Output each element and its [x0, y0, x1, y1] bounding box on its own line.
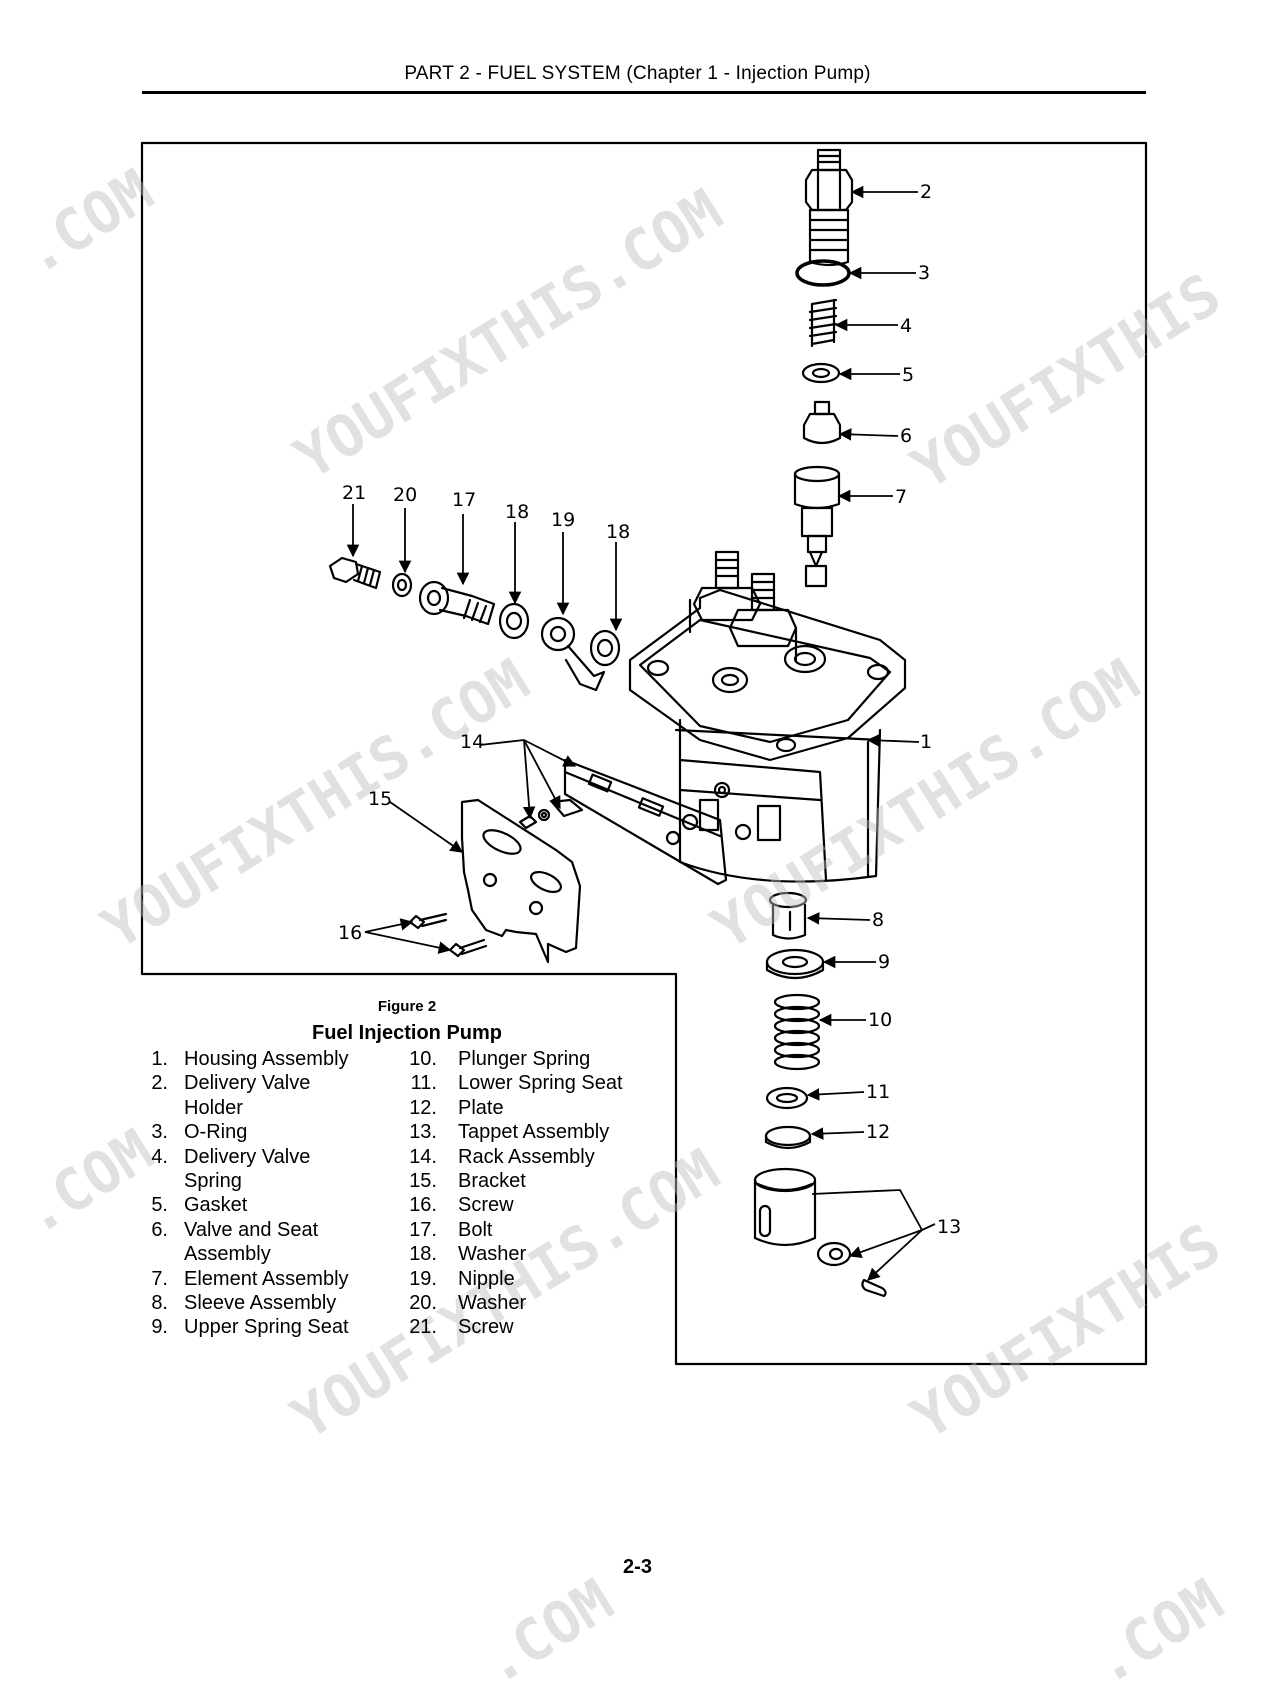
callout-18: 18 — [505, 501, 530, 523]
leader-6 — [838, 428, 899, 441]
callout-21: 21 — [342, 482, 367, 504]
callout-3: 3 — [918, 262, 931, 284]
part-upper-spring-seat — [765, 948, 825, 976]
legend-item: 11.Lower Spring Seat — [410, 1072, 623, 1095]
legend-item: 1. Housing Assembly — [151, 1048, 349, 1070]
callout-7: 7 — [895, 486, 908, 508]
leader-13a — [848, 1229, 923, 1259]
part-element-assembly — [793, 465, 841, 588]
leader-14a — [523, 739, 577, 767]
legend-item: 17.Bolt — [409, 1218, 493, 1241]
callout-11: 11 — [866, 1081, 891, 1103]
part-rack-assembly — [518, 758, 728, 886]
leader-15 — [389, 801, 464, 853]
part-housing-assembly — [628, 550, 907, 883]
part-plunger-spring — [773, 993, 821, 1071]
part-nipple-19 — [540, 616, 606, 692]
callout-16: 16 — [338, 922, 363, 944]
legend-item: 21.Screw — [409, 1316, 514, 1339]
callout-5: 5 — [902, 364, 915, 386]
legend-item: 14.Rack Assembly — [409, 1145, 595, 1168]
part-lower-spring-seat — [765, 1086, 809, 1110]
legend-item: 19.Nipple — [409, 1267, 515, 1290]
callout-14: 14 — [460, 731, 485, 753]
legend-item: 7. Element Assembly — [151, 1267, 349, 1290]
part-valve-seat — [802, 400, 842, 445]
part-washer-18b — [589, 629, 621, 667]
part-sleeve-assembly — [768, 891, 808, 940]
leader-14b — [523, 739, 561, 810]
figure-label: Figure 2 — [377, 998, 437, 1015]
part-tappet-assembly — [753, 1167, 887, 1298]
callout-15: 15 — [368, 788, 393, 810]
legend-item: 16.Screw — [409, 1194, 514, 1217]
leader-12 — [810, 1127, 865, 1140]
part-washer-20 — [391, 572, 413, 598]
callout-4: 4 — [900, 315, 913, 337]
legend-item: 12.Plate — [409, 1096, 504, 1119]
header-rule — [142, 91, 1146, 94]
part-plate — [764, 1125, 812, 1147]
parts-legend-column-2: 10.Plunger Spring 11.Lower Spring Seat 1… — [405, 1047, 675, 1340]
part-delivery-valve-holder — [804, 148, 854, 267]
part-screw-21 — [328, 556, 382, 590]
part-bracket — [460, 798, 582, 964]
callout-9: 9 — [878, 951, 891, 973]
leader-16b — [364, 931, 452, 954]
callout-1: 1 — [920, 731, 933, 753]
callout-17: 17 — [452, 489, 477, 511]
legend-item: 3. O-Ring — [151, 1121, 248, 1144]
callout-6: 6 — [900, 425, 913, 447]
legend-item: 10.Plunger Spring — [409, 1048, 591, 1070]
callout-20: 20 — [393, 484, 418, 506]
page-header: PART 2 - FUEL SYSTEM (Chapter 1 - Inject… — [404, 63, 871, 84]
legend-item: 8. Sleeve Assembly — [151, 1292, 337, 1315]
leader-16a — [364, 918, 414, 933]
leader-8 — [806, 912, 871, 925]
legend-item: 20.Washer — [409, 1292, 527, 1315]
figure-border — [140, 141, 1148, 1366]
legend-item: 15.Bracket — [409, 1170, 526, 1193]
part-delivery-valve-spring — [808, 298, 838, 348]
legend-item: 13.Tappet Assembly — [409, 1121, 610, 1144]
callout-18b: 18 — [606, 521, 631, 543]
figure-title: Fuel Injection Pump — [311, 1022, 502, 1044]
callout-2: 2 — [920, 181, 933, 203]
exploded-pump-diagram — [140, 141, 1148, 1366]
callout-8: 8 — [872, 909, 885, 931]
figure-caption: Figure 2 Fuel Injection Pump — [142, 998, 672, 1045]
leader-14c — [522, 739, 536, 820]
leader-1 — [866, 734, 920, 747]
legend-item: 9. Upper Spring Seat — [151, 1316, 349, 1339]
legend-item: 5. Gasket — [151, 1194, 248, 1217]
callout-12: 12 — [866, 1121, 891, 1143]
part-bolt-17 — [418, 580, 496, 626]
callout-10: 10 — [868, 1009, 893, 1031]
leader-11 — [806, 1088, 865, 1101]
part-gasket — [801, 362, 841, 384]
part-washer-18 — [498, 602, 530, 640]
page-number: 2-3 — [623, 1556, 652, 1578]
legend-item: 18.Washer — [409, 1243, 527, 1266]
leader-13b — [867, 1229, 923, 1281]
callout-13: 13 — [937, 1216, 962, 1238]
callout-19: 19 — [551, 509, 576, 531]
part-screws-16 — [408, 912, 488, 958]
